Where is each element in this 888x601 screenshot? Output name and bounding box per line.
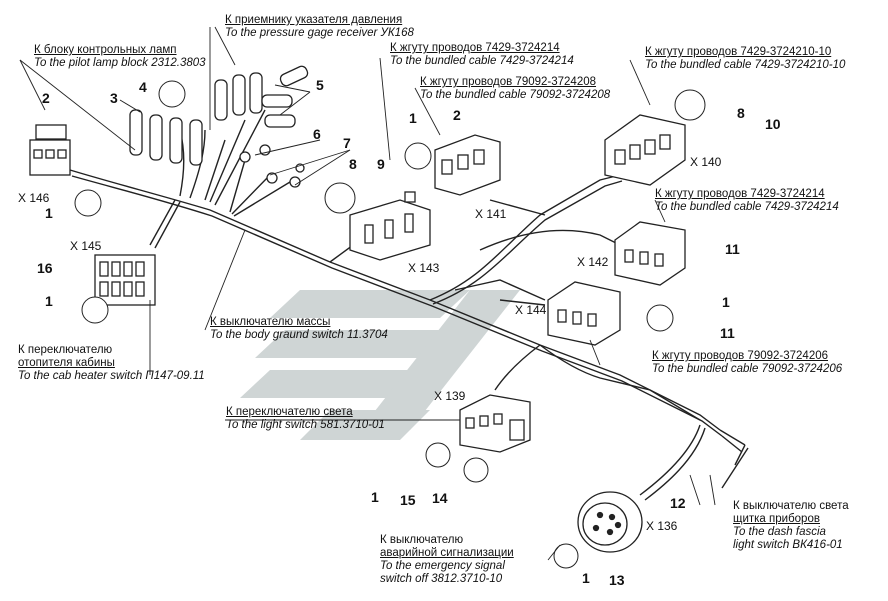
label-bundle-7429-3724210: К жгуту проводов 7429-3724210-10 To the …	[645, 46, 845, 72]
connector-label-x136: X 136	[646, 519, 678, 533]
callout-6: 6	[313, 126, 321, 142]
callout-1-emergency: 1	[582, 570, 590, 586]
label-dash-light-en1: To the dash fascia	[733, 526, 826, 538]
label-bundle-en: To the bundled cable 7429-3724214	[390, 55, 574, 67]
callout-1-x145: 1	[45, 293, 53, 309]
callout-11-bottom: 11	[720, 325, 735, 341]
label-bundle-en: To the bundled cable 79092-3724206	[652, 363, 843, 375]
callout-3: 3	[110, 90, 118, 106]
label-emergency-ru1: К выключателю	[380, 534, 464, 546]
label-pressure-gage-en: To the pressure gage receiver УК168	[225, 27, 414, 39]
label-body-ground-ru: К выключателю массы	[210, 316, 331, 328]
lamp-sockets	[129, 65, 309, 166]
connector-label-x146: X 146	[18, 191, 50, 205]
connector-x145	[94, 254, 156, 306]
label-dash-light-ru2: щитка приборов	[733, 513, 820, 525]
label-cab-heater-ru1: К переключателю	[18, 344, 113, 356]
callout-14: 14	[432, 490, 448, 506]
callout-13: 13	[609, 572, 625, 588]
connector-x144	[547, 281, 621, 346]
connector-x139	[459, 394, 531, 453]
label-light-switch-en: To the light switch 581.3710-01	[226, 419, 385, 431]
callout-1-light: 1	[371, 489, 379, 505]
callout-1-x146: 1	[45, 205, 53, 221]
label-bundle-ru: К жгуту проводов 79092-3724208	[420, 76, 597, 88]
callout-8-mid: 8	[349, 156, 357, 172]
label-emergency: К выключателю аварийной сигнализации To …	[380, 534, 514, 586]
label-body-ground-en: To the body graund switch 11.3704	[210, 329, 388, 341]
label-pilot-lamp: К блоку контрольных ламп To the pilot la…	[34, 44, 206, 70]
label-bundle-ru: К жгуту проводов 7429-3724210-10	[645, 46, 832, 58]
callout-12: 12	[670, 495, 686, 511]
label-cab-heater-ru2: отопителя кабины	[18, 357, 115, 369]
label-bundle-7429-3724214-right: К жгуту проводов 7429-3724214 To the bun…	[655, 188, 839, 214]
leader-lines	[19, 26, 716, 561]
callout-1-x144: 1	[722, 294, 730, 310]
label-dash-light: К выключателю света щитка приборов To th…	[733, 500, 849, 552]
label-light-switch: К переключателю света To the light switc…	[226, 406, 385, 432]
connector-label-x143: X 143	[408, 261, 440, 275]
label-pilot-lamp-ru: К блоку контрольных ламп	[34, 44, 177, 56]
callout-11-top: 11	[725, 241, 740, 257]
label-dash-light-ru1: К выключателю света	[733, 500, 849, 512]
callout-7: 7	[343, 135, 351, 151]
callout-2-mid: 2	[453, 107, 461, 123]
callout-5: 5	[316, 77, 324, 93]
label-emergency-ru2: аварийной сигнализации	[380, 547, 514, 559]
connector-label-x139: X 139	[434, 389, 466, 403]
connector-label-x145: X 145	[70, 239, 102, 253]
label-pressure-gage: К приемнику указателя давления To the pr…	[225, 14, 414, 40]
callout-1-x141: 1	[409, 110, 417, 126]
callout-4: 4	[139, 79, 147, 95]
label-cab-heater-en: To the cab heater switch П147-09.11	[18, 370, 205, 382]
callout-8-right: 8	[737, 105, 745, 121]
connector-label-x142: X 142	[577, 255, 609, 269]
label-bundle-79092-3724206: К жгуту проводов 79092-3724206 To the bu…	[652, 350, 842, 376]
label-bundle-en: To the bundled cable 7429-3724210-10	[645, 59, 846, 71]
label-emergency-en1: To the emergency signal	[380, 560, 505, 572]
connector-x136	[577, 491, 643, 553]
callout-9: 9	[377, 156, 385, 172]
label-dash-light-en2: light switch ВК416-01	[733, 539, 843, 551]
label-light-switch-ru: К переключателю света	[226, 406, 353, 418]
label-bundle-en: To the bundled cable 7429-3724214	[655, 201, 839, 213]
connector-x140	[604, 114, 686, 186]
callout-16: 16	[37, 260, 53, 276]
label-bundle-ru: К жгуту проводов 7429-3724214	[655, 188, 825, 200]
main-harness	[69, 109, 749, 501]
label-emergency-en2: switch off 3812.3710-10	[380, 573, 503, 585]
pin-callouts	[74, 80, 706, 569]
connector-x141	[434, 134, 501, 196]
connector-x143	[349, 191, 431, 261]
callout-10: 10	[765, 116, 781, 132]
callout-15: 15	[400, 492, 416, 508]
connector-label-x140: X 140	[690, 155, 722, 169]
label-bundle-ru: К жгуту проводов 79092-3724206	[652, 350, 829, 362]
label-pressure-gage-ru: К приемнику указателя давления	[225, 14, 403, 26]
label-body-ground-switch: К выключателю массы To the body graund s…	[210, 316, 388, 342]
label-bundle-79092-3724208: К жгуту проводов 79092-3724208 To the bu…	[420, 76, 610, 102]
label-bundle-7429-3724214-top: К жгуту проводов 7429-3724214 To the bun…	[390, 42, 574, 68]
label-bundle-en: To the bundled cable 79092-3724208	[420, 89, 611, 101]
ring-terminals	[239, 144, 305, 188]
label-pilot-lamp-en: To the pilot lamp block 2312.3803	[34, 57, 206, 69]
callout-2-left: 2	[42, 90, 50, 106]
label-cab-heater: К переключателю отопителя кабины To the …	[18, 344, 205, 383]
connector-x142	[614, 221, 686, 286]
label-bundle-ru: К жгуту проводов 7429-3724214	[390, 42, 560, 54]
connector-x146	[29, 124, 71, 176]
connector-label-x141: X 141	[475, 207, 507, 221]
connector-label-x144: X 144	[515, 303, 547, 317]
